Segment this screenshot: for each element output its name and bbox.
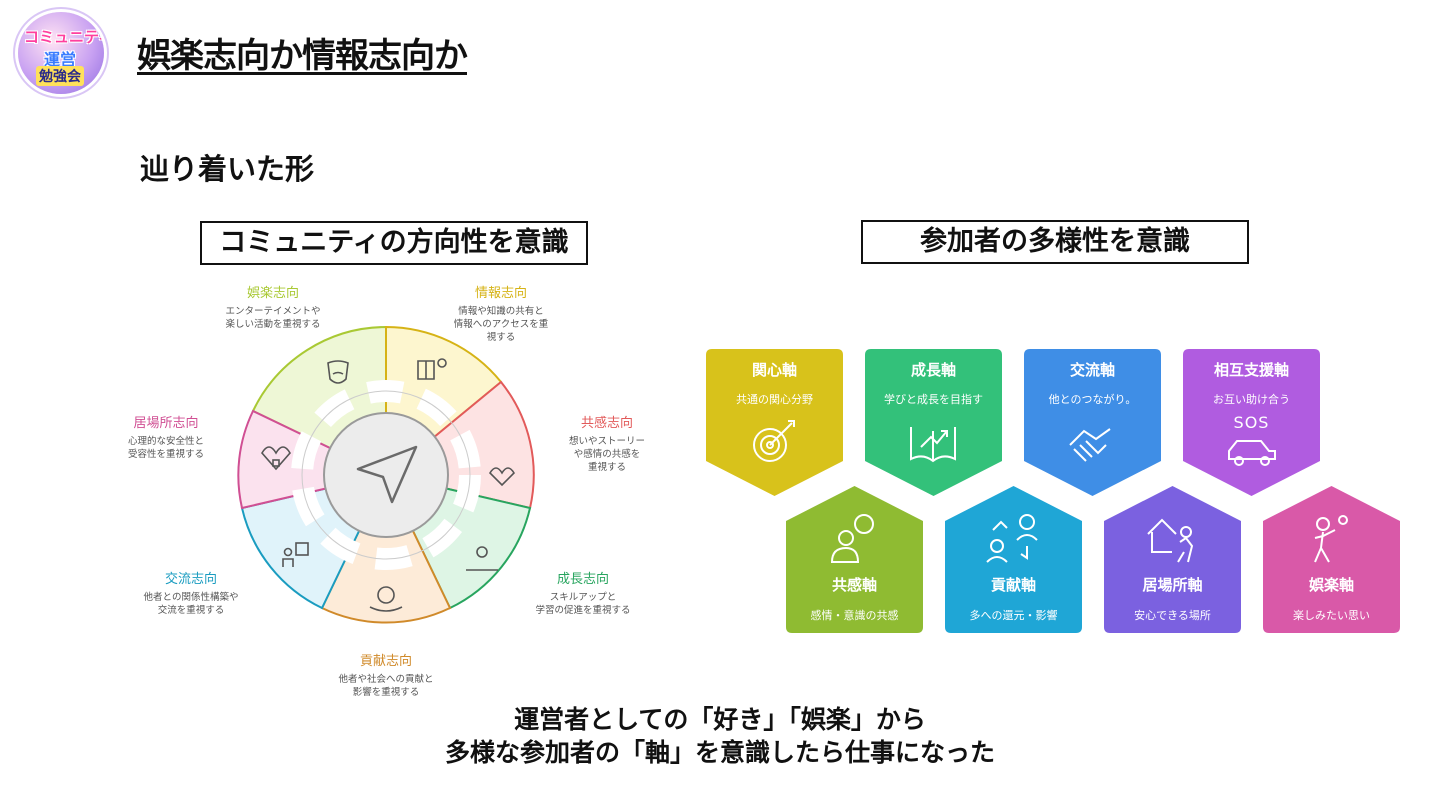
wheel-label-contribution: 貢献志向 他者や社会への貢献と影響を重視する bbox=[338, 654, 434, 698]
page-subtitle: 辿り着いた形 bbox=[140, 152, 315, 186]
page-title: 娯楽志向か情報志向か bbox=[137, 36, 468, 76]
hex-subtitle: 共通の関心分野 bbox=[736, 393, 813, 406]
hex-card-entertainment: 娯楽軸 楽しみたい思い bbox=[1263, 486, 1400, 633]
direction-label: コミュニティの方向性を意識 bbox=[200, 221, 588, 265]
conclusion-line-2: 多様な参加者の「軸」を意識したら仕事になった bbox=[444, 738, 995, 767]
hex-card-growth: 成長軸 学びと成長を目指す bbox=[865, 349, 1002, 496]
target-icon bbox=[753, 420, 795, 462]
sos-text: SOS bbox=[1233, 413, 1270, 432]
logo-text-3: 勉強会 bbox=[36, 66, 84, 86]
wheel-label-empathy: 共感志向 想いやストーリーや感情の共感を重視する bbox=[568, 416, 645, 473]
wheel-label-information: 情報志向 情報や知識の共有と情報へのアクセスを重視する bbox=[453, 286, 549, 343]
wheel-graphic bbox=[237, 325, 535, 624]
navigation-arrow-icon bbox=[356, 445, 418, 504]
wheel-label-belonging: 居場所志向 心理的な安全性と受容性を重視する bbox=[127, 416, 204, 460]
growth-book-icon bbox=[910, 427, 956, 463]
hex-card-belonging: 居場所軸 安心できる場所 bbox=[1104, 486, 1241, 633]
conclusion-line-1: 運営者としての「好き」「娯楽」から bbox=[514, 705, 926, 734]
wheel-label-interaction: 交流志向 他者との関係性構築や交流を重視する bbox=[143, 572, 239, 616]
home-person-icon bbox=[1147, 518, 1194, 563]
logo: コミュニティ 運営 勉強会 bbox=[18, 12, 104, 94]
hex-title: 関心軸 bbox=[751, 361, 797, 379]
logo-text-2: 運営 bbox=[44, 50, 77, 69]
hex-card-mutual-support: 相互支援軸 お互い助け合う SOS bbox=[1183, 349, 1320, 496]
heart-hand-icon bbox=[488, 467, 516, 487]
juggling-icon bbox=[1314, 515, 1348, 563]
chat-person-icon bbox=[830, 514, 874, 563]
car-icon bbox=[1228, 440, 1276, 466]
logo-text-1: コミュニティ bbox=[24, 28, 104, 46]
hex-card-interaction: 交流軸 他とのつながり。 bbox=[1024, 349, 1161, 496]
hex-card-contribution: 貢献軸 多への還元・影響 bbox=[945, 486, 1082, 633]
book-bulb-icon bbox=[417, 358, 447, 380]
heart-home-icon bbox=[261, 446, 291, 471]
orientation-wheel bbox=[120, 275, 660, 705]
wheel-label-growth: 成長志向 スキルアップと学習の促進を重視する bbox=[535, 572, 631, 616]
wheel-label-entertainment: 娯楽志向 エンターテイメントや楽しい活動を重視する bbox=[225, 286, 321, 330]
globe-hand-icon bbox=[369, 586, 403, 612]
person-info-icon bbox=[282, 542, 309, 567]
people-exchange-icon bbox=[986, 514, 1038, 563]
diversity-label: 参加者の多様性を意識 bbox=[861, 220, 1249, 264]
sun-sprout-icon bbox=[466, 546, 498, 571]
theater-mask-icon bbox=[327, 360, 349, 384]
hex-card-empathy: 共感軸 感情・意識の共感 bbox=[786, 486, 923, 633]
hex-card-interest: 関心軸 共通の関心分野 bbox=[706, 349, 843, 496]
wheel-center bbox=[323, 412, 449, 538]
handshake-icon bbox=[1069, 428, 1111, 462]
